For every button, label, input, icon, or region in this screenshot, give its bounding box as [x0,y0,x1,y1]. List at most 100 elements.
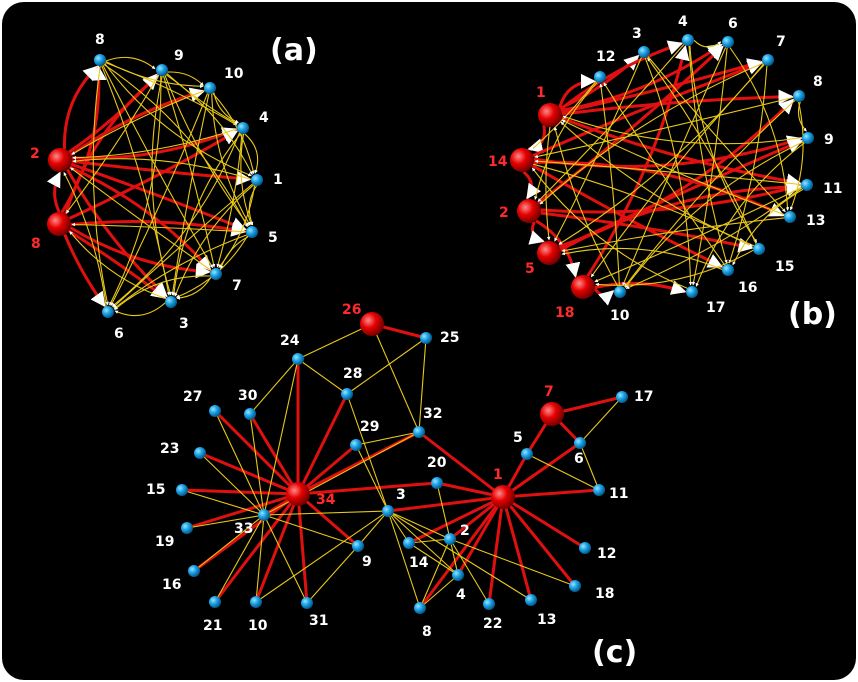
edge-1-2 [72,158,252,180]
edge-16-5 [561,247,723,270]
hub-node-c-26 [360,312,384,336]
edge-7-2 [70,167,212,271]
node-label-c-11: 11 [609,486,628,502]
edge-14-15 [533,163,753,247]
panel-label-a: (a) [270,33,318,68]
edge-10-2 [71,90,205,155]
node-b-13 [784,211,796,223]
edge-8-4 [105,62,238,126]
node-c-20 [431,477,443,489]
hub-edge-7-17 [551,395,623,416]
hub-edge-1-12 [558,73,596,109]
node-b-11 [801,179,813,191]
edge-20-2 [436,482,451,540]
edge-3-5 [554,57,642,242]
edge-8-9 [105,56,156,70]
hub-edge-34-27 [213,409,300,496]
node-label-c-20: 20 [427,455,447,471]
edge-9-31 [306,545,359,604]
node-a-3 [165,296,177,308]
node-label-b-10: 10 [610,308,630,324]
node-b-15 [753,243,765,255]
node-a-6 [102,306,114,318]
hub-edge-2-11 [540,181,802,214]
hub-node-b-1 [538,103,562,127]
edge-4-2 [537,44,685,202]
hub-edge-34-10 [254,493,300,603]
edge-4-3 [172,133,242,296]
edge-6-11 [579,442,600,491]
node-a-9 [156,64,168,76]
edge-15-18 [595,249,754,287]
node-b-7 [762,54,774,66]
node-c-15 [176,484,188,496]
edge-6-10 [622,47,727,286]
node-label-c-22: 22 [483,616,502,632]
edge-2-14 [408,538,451,544]
hub-node-a-8 [47,212,71,236]
edge-9-7 [162,75,216,268]
hub-edge-1-8 [418,496,505,609]
node-label-c-13: 13 [537,612,556,628]
hub-edge-14-7 [532,60,763,157]
node-b-9 [802,132,814,144]
edge-4-6 [693,39,722,48]
node-c-23 [194,447,206,459]
edge-26-32 [371,323,420,433]
edge-27-33 [214,410,265,516]
node-label-c-3: 3 [396,487,406,503]
node-c-14 [403,537,415,549]
node-label-c-6: 6 [574,451,584,467]
edge-9-3 [151,75,172,296]
node-c-28 [341,388,353,400]
edge-4-16 [688,45,728,264]
node-c-29 [350,439,362,451]
hub-edge-18-17 [594,280,687,295]
node-b-10 [614,286,626,298]
node-c-3 [382,505,394,517]
node-label-b-15: 15 [775,259,794,275]
node-c-25 [420,332,432,344]
node-c-2 [444,533,456,545]
edge-12-2 [534,81,598,200]
hub-edge-2-5 [70,162,247,232]
node-label-b-4: 4 [678,14,688,30]
edges-c [181,322,623,609]
edge-7-2 [539,62,764,205]
hub-edge-5-8 [558,98,795,249]
edge-19-33 [186,514,265,529]
hub-edge-8b-6 [63,233,106,308]
node-label-a-8: 8 [31,236,41,252]
node-label-c-32: 32 [423,406,442,422]
node-label-c-34: 34 [316,492,336,508]
edge-10-12 [599,83,620,287]
panel-label-c: (c) [592,635,637,670]
hub-edge-5-11 [559,179,802,252]
edge-31-33 [263,514,308,604]
node-label-a-5: 5 [268,230,278,246]
hub-node-c-34 [286,482,310,506]
node-label-a-2: 2 [30,146,40,162]
hub-edge-34-16 [193,492,299,573]
edge-6-13 [729,47,790,211]
edge-33-10 [255,514,265,603]
node-label-c-12: 12 [597,546,616,562]
edge-29-32 [355,431,420,446]
edge-24-30 [249,358,299,415]
edge-6-2 [63,172,107,307]
edge-9-17 [695,142,805,287]
node-label-c-18: 18 [595,586,614,602]
hub-edge-1-4 [559,40,684,111]
node-c-32 [413,426,425,438]
node-label-c-4: 4 [456,587,466,603]
node-c-21 [209,596,221,608]
hub-edge-34-9 [297,492,359,548]
node-a-4 [237,122,249,134]
hub-edge-2-5 [528,221,545,245]
edge-4-6 [111,132,241,307]
node-label-c-16: 16 [162,577,181,593]
